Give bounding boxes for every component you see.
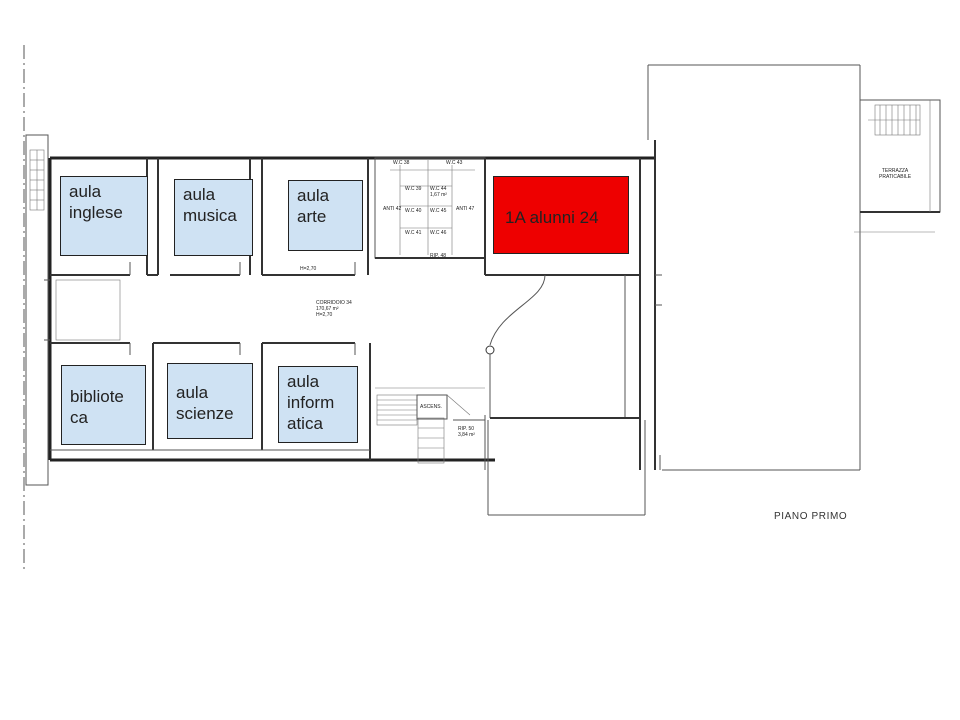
wc41-label: W.C 41 <box>405 230 422 236</box>
wc44-label: W.C 44 1,67 m² <box>430 186 447 198</box>
wc40-label: W.C 40 <box>405 208 422 214</box>
anti47-label: ANTI 47 <box>456 206 475 212</box>
room-aula-informatica[interactable]: aula inform atica <box>278 366 358 443</box>
room-label: aula inglese <box>69 182 123 222</box>
wc43-label: W.C 43 <box>446 160 463 166</box>
wc46-label: W.C 46 <box>430 230 447 236</box>
room-aula-scienze[interactable]: aula scienze <box>167 363 253 439</box>
building-walls <box>44 140 662 516</box>
terrace-label: TERRAZZA PRATICABILE <box>879 168 912 180</box>
room-label: aula inform atica <box>287 372 335 433</box>
rip50-label: RIP. 50 3,84 m² <box>458 426 475 438</box>
anti42-label: ANTI 42 <box>383 206 402 212</box>
room-aula-inglese[interactable]: aula inglese <box>60 176 148 256</box>
room-1a[interactable]: 1A alunni 24 <box>493 176 629 254</box>
room-label: aula arte <box>297 186 330 226</box>
height-label: H=2,70 <box>300 266 317 272</box>
right-stair-terrace <box>854 99 941 233</box>
rip48-label: RIP. 48 <box>430 253 447 259</box>
corridor-label: CORRIDOIO 34 170,67 m² H=2,70 <box>316 300 352 318</box>
room-biblioteca[interactable]: bibliote ca <box>61 365 146 445</box>
floor-title: PIANO PRIMO <box>774 511 848 522</box>
left-stair <box>25 134 49 486</box>
right-wing-outline <box>647 64 861 471</box>
wc38-label: W.C 38 <box>393 160 410 166</box>
elevator-label: ASCENS. <box>420 404 442 410</box>
room-label: 1A alunni 24 <box>505 208 599 227</box>
room-aula-musica[interactable]: aula musica <box>174 179 253 256</box>
room-label: bibliote ca <box>70 387 124 427</box>
room-aula-arte[interactable]: aula arte <box>288 180 363 251</box>
wc45-label: W.C 45 <box>430 208 447 214</box>
room-label: aula musica <box>183 185 237 225</box>
room-label: aula scienze <box>176 383 234 423</box>
wc39-label: W.C 39 <box>405 186 422 192</box>
